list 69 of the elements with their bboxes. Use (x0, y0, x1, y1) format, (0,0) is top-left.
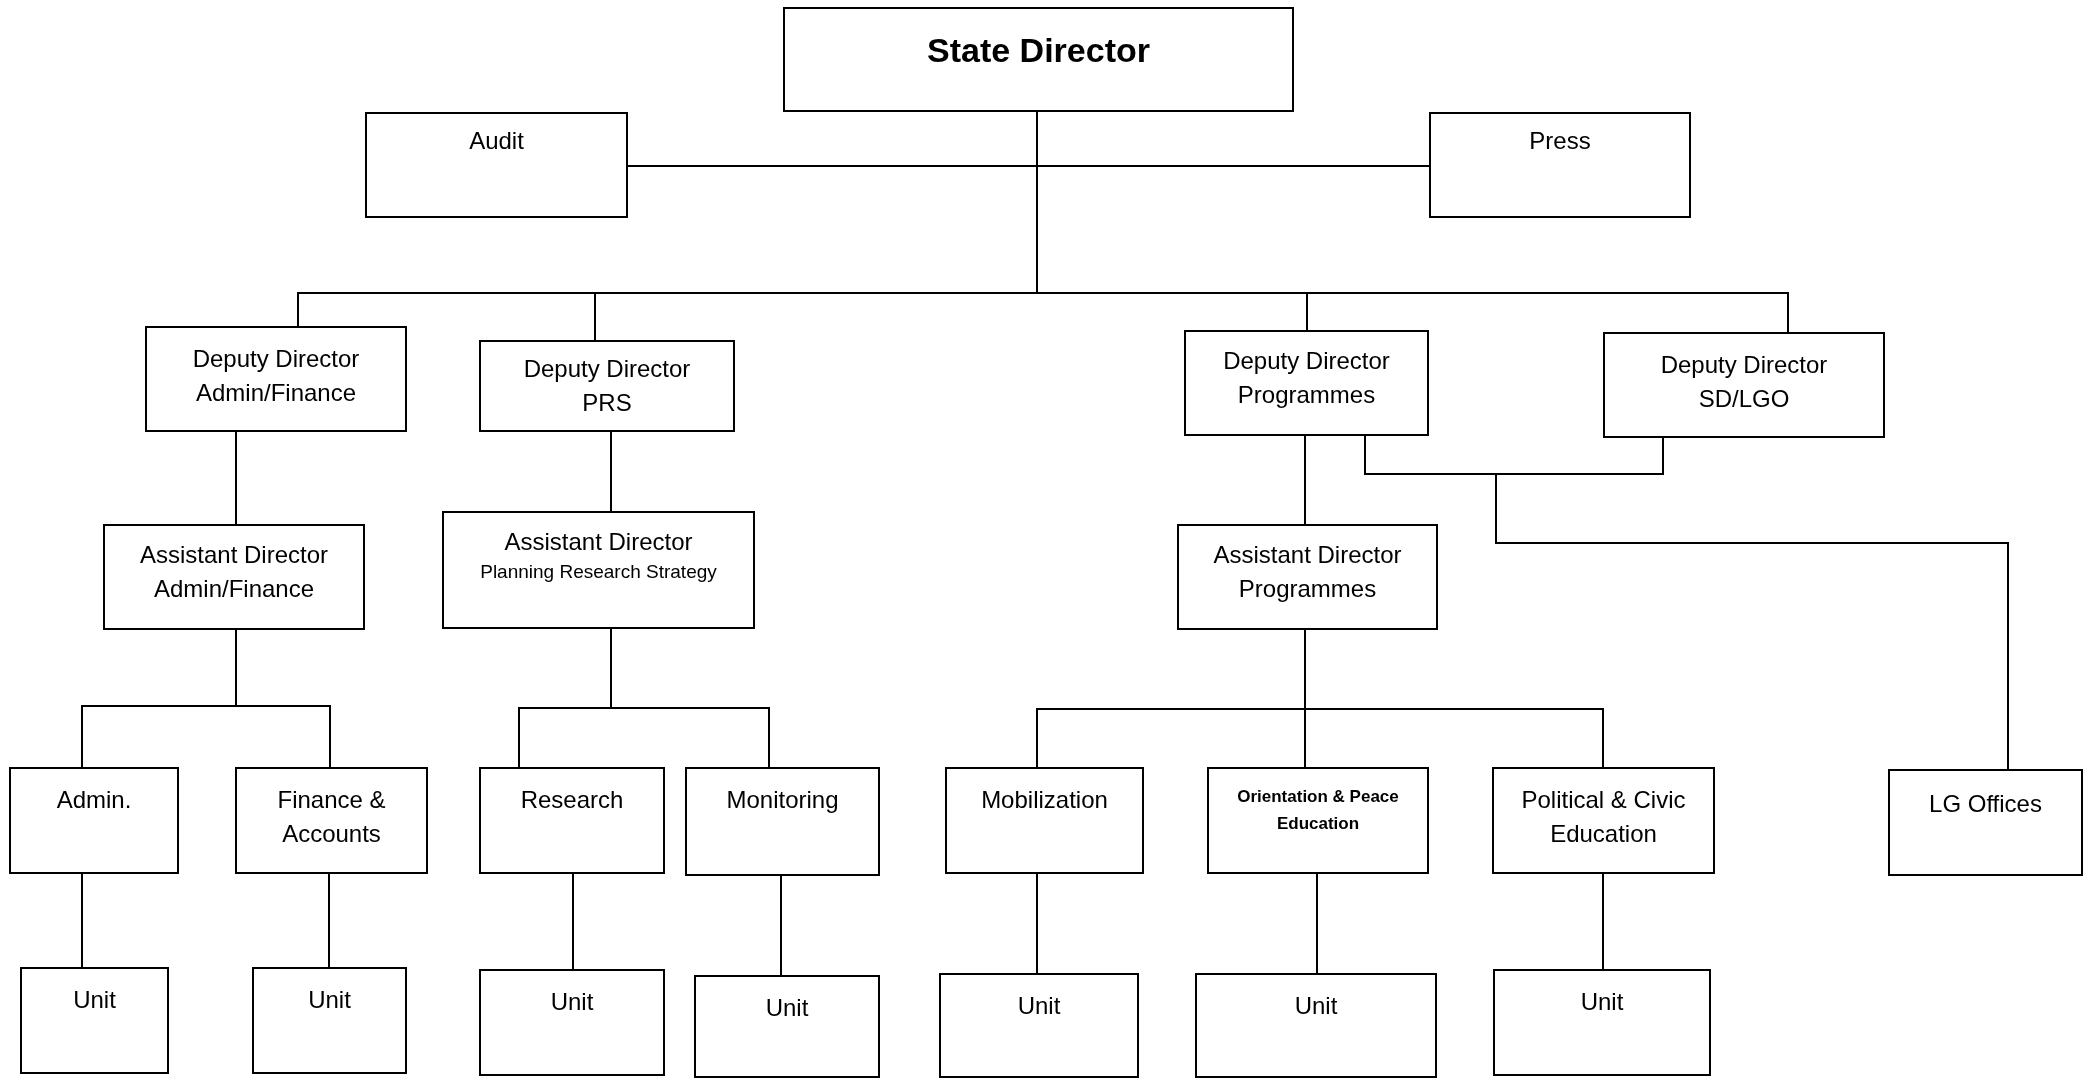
org-box (1888, 769, 2083, 876)
org-box (20, 967, 169, 1074)
org-box (442, 511, 755, 629)
box-label: SD/LGO (1697, 383, 1791, 414)
box-label: Admin. (55, 785, 133, 815)
connector-line (1304, 435, 1306, 525)
box-label: Unit (1016, 991, 1062, 1021)
org-box (1184, 330, 1429, 436)
box-label: Unit (72, 985, 117, 1015)
box-label: Unit (307, 985, 352, 1015)
org-box (1603, 332, 1885, 438)
org-box (1492, 767, 1715, 874)
org-box (694, 975, 880, 1078)
org-box (783, 7, 1294, 112)
connector-line (81, 873, 83, 968)
org-box (479, 340, 735, 432)
org-box (365, 112, 628, 218)
box-label: Orientation & Peace Education (1236, 786, 1400, 836)
connector-line (1602, 873, 1604, 970)
org-box (1177, 524, 1438, 630)
box-label: Audit (468, 126, 525, 156)
box-label: Unit (1579, 987, 1625, 1017)
org-box (1195, 973, 1437, 1078)
box-label: Unit (549, 987, 595, 1017)
box-label: Finance & Accounts (276, 785, 387, 849)
box-label: Deputy Director (191, 344, 361, 374)
connector-line (1036, 873, 1038, 974)
connector-line (780, 875, 782, 976)
box-label: PRS (581, 387, 633, 418)
box-label: Research (519, 785, 625, 815)
org-box (235, 767, 428, 874)
org-box (252, 967, 407, 1074)
box-label: Assistant Director (1212, 540, 1403, 570)
box-label: Mobilization (980, 785, 1109, 815)
connector-line (610, 628, 770, 768)
org-box (145, 326, 407, 432)
connector-line (235, 629, 331, 768)
org-box (479, 969, 665, 1076)
box-label: Deputy Director (522, 354, 692, 384)
box-label: Programmes (1237, 573, 1378, 604)
box-label: Press (1528, 126, 1592, 156)
org-box (1429, 112, 1691, 218)
box-label: Political & Civic Education (1520, 785, 1687, 849)
connector-line (572, 873, 574, 970)
box-label: Programmes (1236, 379, 1377, 410)
box-label: Deputy Director (1659, 350, 1829, 380)
box-label: Deputy Director (1222, 346, 1391, 376)
connector-line (1316, 873, 1318, 974)
org-box (1207, 767, 1429, 874)
org-box (1493, 969, 1711, 1076)
box-label: Assistant Director (503, 527, 694, 557)
org-box (479, 767, 665, 874)
box-label: Monitoring (725, 785, 840, 815)
box-label: Planning Research Strategy (479, 559, 718, 584)
box-label: Unit (764, 993, 810, 1023)
box-label: State Director (926, 30, 1151, 71)
org-box (103, 524, 365, 630)
box-label: Unit (1293, 991, 1339, 1021)
box-label: LG Offices (1928, 789, 2043, 819)
box-label: Admin/Finance (152, 573, 316, 604)
org-box (9, 767, 179, 874)
org-box (685, 767, 880, 876)
connector-line (235, 431, 237, 525)
connector-line (328, 873, 330, 968)
box-label: Admin/Finance (194, 377, 358, 408)
connector-line (610, 431, 612, 512)
org-box (939, 973, 1139, 1078)
box-label: Assistant Director (138, 540, 330, 570)
org-box (945, 767, 1144, 874)
